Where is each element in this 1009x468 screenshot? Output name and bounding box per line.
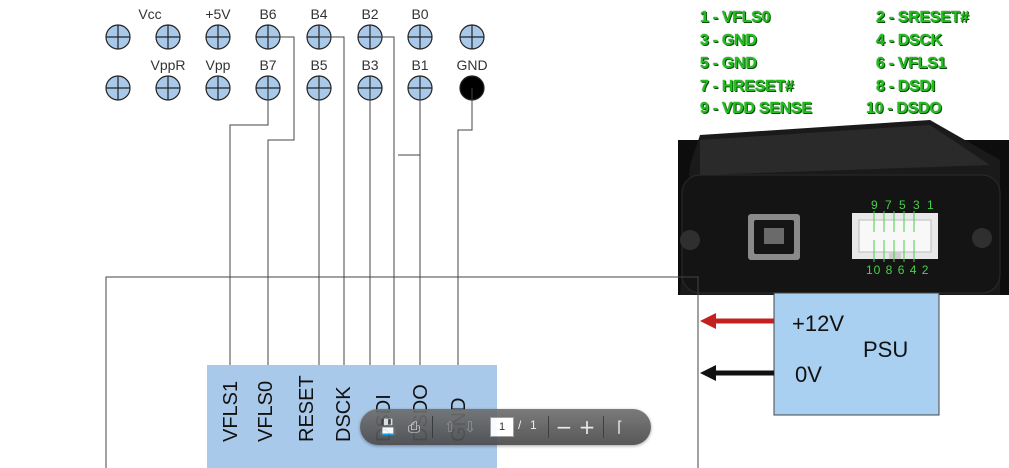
wiring	[105, 36, 699, 468]
signal-label: VFLS1	[220, 381, 242, 442]
pin-label: B6	[259, 6, 276, 22]
acrobat-icon[interactable]: ⌈	[617, 418, 623, 436]
pin-label: GND	[456, 57, 487, 73]
legend-item: 6 - VFLS1	[876, 55, 947, 72]
header-pin	[105, 75, 131, 101]
legend-item: 4 - DSCK	[876, 32, 943, 49]
header-bottom-row: VppR Vpp B7 B5 B3 B1 GND	[105, 57, 488, 101]
psu-0v-label: 0V	[795, 362, 822, 387]
header-pin: B6	[255, 6, 281, 50]
signal-label: DSCK	[333, 386, 355, 442]
pin-label: +5V	[205, 6, 231, 22]
legend-item: 1 - VFLS0	[700, 9, 771, 26]
page-separator: /	[518, 418, 522, 432]
header-pin	[459, 24, 485, 50]
toolbar-divider	[548, 416, 549, 438]
pin-label: B1	[411, 57, 428, 73]
print-icon[interactable]: ⎙	[407, 418, 420, 436]
psu-arrows	[700, 313, 774, 381]
legend-item: 2 - SRESET#	[876, 9, 969, 26]
header-pin: B0	[407, 6, 433, 50]
psu-box	[773, 292, 940, 416]
legend-item: 7 - HRESET#	[700, 78, 794, 95]
page-number-input[interactable]: 1	[490, 417, 514, 437]
page-total: 1	[530, 418, 537, 432]
header-top-row: Vcc +5V B6 B4 B2 B0	[105, 6, 485, 50]
header-pin: B4	[306, 6, 332, 50]
legend-item: 8 - DSDI	[876, 78, 935, 95]
pin-label: B2	[361, 6, 378, 22]
legend-item: 3 - GND	[700, 32, 757, 49]
header-pin	[155, 24, 181, 50]
pin-label: B7	[259, 57, 276, 73]
previous-page-icon[interactable]: ⇧	[443, 418, 457, 436]
pin-label: B0	[411, 6, 428, 22]
save-icon[interactable]: 💾	[378, 418, 398, 436]
psu-plus12v-label: +12V	[792, 311, 844, 336]
pin-label: VppR	[150, 57, 185, 73]
pdf-toolbar: 💾 ⎙ ⇧ ⇩ 1 / 1 − + ⌈	[360, 409, 651, 445]
psu-label: PSU	[863, 337, 909, 362]
pin-label: Vpp	[206, 57, 231, 73]
pin-label: B4	[310, 6, 327, 22]
legend-item: 5 - GND	[700, 55, 757, 72]
toolbar-divider	[603, 416, 604, 438]
header-pin: +5V	[205, 6, 231, 50]
legend-item: 9 - VDD SENSE	[700, 100, 812, 117]
pin-label: Vcc	[138, 6, 161, 22]
connector-signal-labels: VFLS1VFLS0RESETDSCKDSDIDSDOGND	[220, 375, 470, 442]
bdm-device-photo	[678, 120, 1009, 295]
zoom-out-icon[interactable]: −	[555, 415, 573, 439]
header-pin: B2	[357, 6, 383, 50]
pin-label: B3	[361, 57, 378, 73]
device-pin-numbers-top: 9 7 5 3 1	[871, 198, 936, 212]
signal-label: RESET	[296, 375, 318, 442]
header-pin: Vcc	[105, 6, 162, 50]
toolbar-divider	[432, 416, 433, 438]
legend-item: 10 - DSDO	[866, 100, 942, 117]
next-page-icon[interactable]: ⇩	[463, 418, 477, 436]
pin-label: B5	[310, 57, 327, 73]
zoom-in-icon[interactable]: +	[578, 415, 596, 439]
header-pin: VppR	[150, 57, 186, 101]
header-pin: Vpp	[205, 57, 231, 101]
signal-label: VFLS0	[255, 381, 277, 442]
device-pin-numbers-bottom: 10 8 6 4 2	[866, 263, 929, 277]
